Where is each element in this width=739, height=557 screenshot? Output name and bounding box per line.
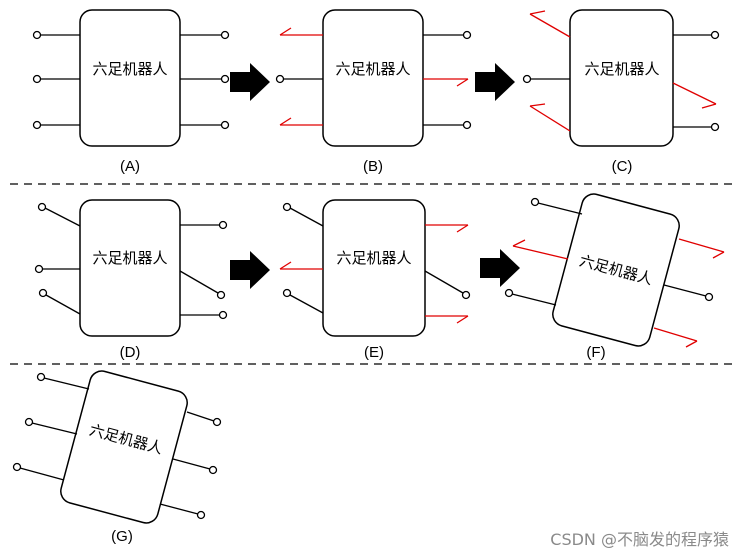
stance-legs bbox=[522, 30, 720, 132]
arrow-right-icon bbox=[475, 63, 515, 101]
caption-e: (E) bbox=[364, 344, 384, 361]
robot-body bbox=[322, 9, 424, 147]
robot-label: 六足机器人 bbox=[335, 60, 410, 78]
robot-body bbox=[79, 9, 181, 147]
arrow-right-icon bbox=[230, 251, 270, 289]
stance-legs bbox=[282, 202, 471, 314]
swing-legs bbox=[279, 27, 469, 126]
robot-body bbox=[569, 9, 674, 147]
panel-c: 六足机器人 (C) bbox=[522, 9, 720, 175]
panel-f: 六足机器人 (F) bbox=[504, 193, 725, 361]
robot-label: 六足机器人 bbox=[92, 60, 167, 78]
caption-g: (G) bbox=[111, 528, 133, 545]
legs bbox=[32, 30, 230, 130]
caption-b: (B) bbox=[363, 158, 383, 175]
caption-f: (F) bbox=[586, 344, 605, 361]
legs bbox=[34, 202, 228, 320]
robot-label: 六足机器人 bbox=[92, 249, 167, 267]
stance-legs bbox=[275, 30, 472, 130]
arrow-right-icon bbox=[480, 249, 520, 287]
swing-legs bbox=[529, 10, 717, 132]
robot-body bbox=[322, 199, 426, 337]
panel-d: 六足机器人 (D) bbox=[34, 199, 228, 361]
panel-g: 六足机器人 (G) bbox=[12, 370, 222, 545]
panel-a: 六足机器人 (A) bbox=[32, 9, 230, 175]
panel-e: 六足机器人 (E) bbox=[279, 199, 471, 361]
stance-legs bbox=[504, 197, 714, 306]
robot-label: 六足机器人 bbox=[336, 249, 411, 267]
robot-body bbox=[79, 199, 181, 337]
watermark: CSDN @不脑发的程序猿 bbox=[550, 530, 729, 549]
swing-legs bbox=[512, 238, 725, 348]
robot-label: 六足机器人 bbox=[584, 60, 659, 78]
panel-b: 六足机器人 (B) bbox=[275, 9, 472, 175]
caption-c: (C) bbox=[612, 158, 633, 175]
legs bbox=[12, 372, 222, 520]
swing-legs bbox=[279, 224, 469, 324]
robot-body bbox=[552, 193, 680, 347]
caption-a: (A) bbox=[120, 158, 140, 175]
arrow-right-icon bbox=[230, 63, 270, 101]
caption-d: (D) bbox=[120, 344, 141, 361]
